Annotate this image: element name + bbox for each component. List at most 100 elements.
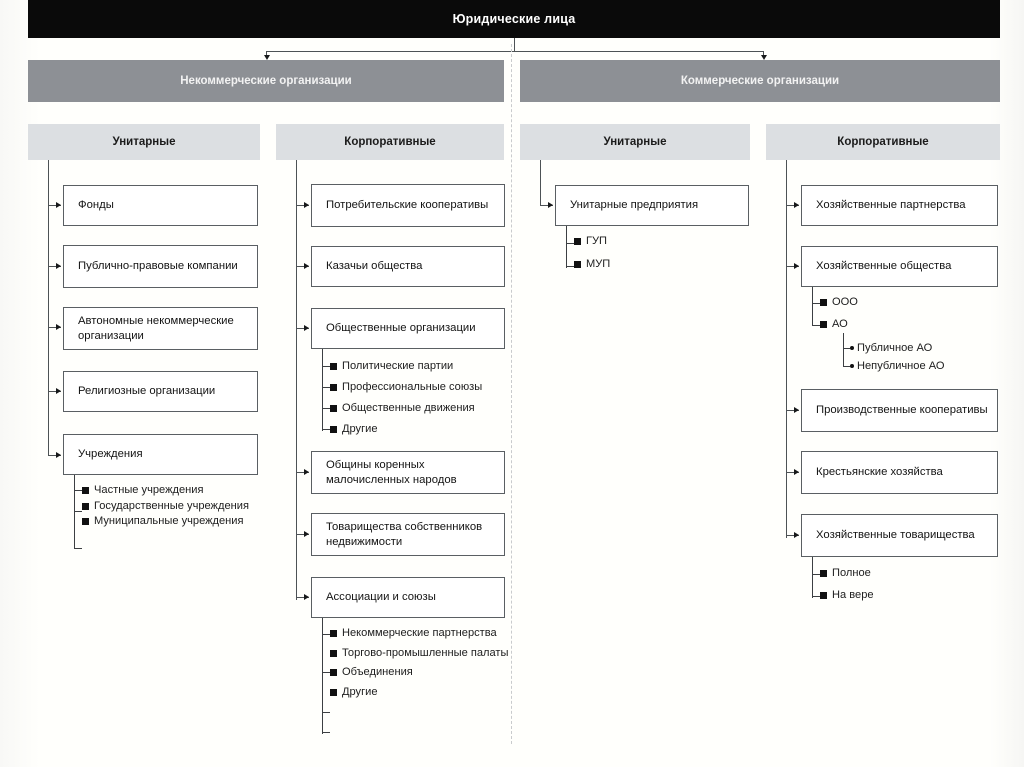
c2-sub2-branch-3 [322, 712, 330, 714]
list-item[interactable]: Некоммерческие партнерства [330, 626, 520, 641]
list-item-label: Другие [342, 423, 378, 435]
list-item[interactable]: МУП [574, 257, 724, 272]
c4-sub1-branch-2 [812, 325, 820, 327]
list-item[interactable]: Публичное АО [850, 341, 1010, 356]
c1-branch-4 [48, 391, 61, 393]
node-kazachi-obshchestva-label: Казачьи общества [326, 260, 423, 272]
list-item[interactable]: ООО [820, 295, 980, 310]
list-item[interactable]: Политические партии [330, 359, 520, 374]
list-item[interactable]: Торгово-промышленные палаты [330, 646, 520, 661]
c2-branch-4 [296, 472, 309, 474]
bullet-square-icon [820, 591, 827, 599]
node-krestyanskie-khozyaystva[interactable]: Крестьянские хозяйства [801, 451, 998, 494]
c2-arrow-4-icon [304, 468, 309, 475]
c4-arrow-5-icon [794, 531, 799, 538]
c4-sub1-spine [812, 287, 814, 326]
title-stem [514, 38, 516, 52]
node-obshchestvennye-organizacii-label: Общественные организации [326, 322, 476, 334]
node-religioznye-organizacii-label: Религиозные организации [78, 385, 216, 397]
c1-arrow-2-icon [56, 262, 61, 269]
bullet-square-icon [820, 299, 827, 306]
c2-branch-5 [296, 534, 309, 536]
subheader-commercial-unitary-label: Унитарные [603, 136, 667, 148]
subheader-commercial-unitary[interactable]: Унитарные [520, 124, 750, 160]
c4-branch-3 [786, 410, 799, 412]
bullet-square-icon [330, 669, 337, 676]
bullet-square-icon [574, 260, 581, 268]
c2-arrow-5-icon [304, 530, 309, 537]
c2-branch-1 [296, 205, 309, 207]
subheader-nonprofit-corporate-label: Корпоративные [344, 136, 436, 148]
node-fondy[interactable]: Фонды [63, 185, 258, 226]
node-avtonomnye-nekommercheskie-organizacii[interactable]: Автономные некоммерческие организации [63, 307, 258, 350]
c2-branch-2 [296, 266, 309, 268]
node-khozyaystvennye-partnerstva[interactable]: Хозяйственные партнерства [801, 185, 998, 226]
list-item[interactable]: Общественные движения [330, 401, 520, 416]
list-item[interactable]: Полное [820, 566, 980, 581]
list-item[interactable]: Другие [330, 422, 520, 437]
band-commercial[interactable]: Коммерческие организации [520, 60, 1000, 102]
node-khozyaystvennye-obshchestva[interactable]: Хозяйственные общества [801, 246, 998, 287]
node-khozyaystvennye-tovarishchestva[interactable]: Хозяйственные товарищества [801, 514, 998, 557]
list-item[interactable]: На вере [820, 588, 980, 603]
c2-spine [296, 160, 298, 600]
c2-associacii-children: Некоммерческие партнерства Торгово-промы… [330, 626, 520, 700]
list-item-label: Государственные учреждения [94, 499, 249, 512]
node-religioznye-organizacii[interactable]: Религиозные организации [63, 371, 258, 412]
subheader-nonprofit-unitary[interactable]: Унитарные [28, 124, 260, 160]
list-item[interactable]: ГУП [574, 234, 724, 249]
bullet-square-icon [820, 320, 827, 328]
c2-sub1-branch-1 [322, 366, 330, 368]
c1-sub-branch-1 [74, 490, 82, 492]
node-obshchiny-korennykh-malochislennykh-narodov[interactable]: Общины коренных малочисленных народов [311, 451, 505, 494]
list-item[interactable]: Другие [330, 685, 520, 700]
list-item[interactable]: Муниципальные учреждения [82, 514, 262, 529]
title-crossbar [266, 51, 516, 53]
c3-branch-1 [540, 205, 553, 207]
c1-branch-2 [48, 266, 61, 268]
list-item[interactable]: Объединения [330, 665, 520, 680]
c4-branch-5 [786, 535, 799, 537]
bullet-square-icon [574, 238, 581, 245]
node-publichno-pravovye-kompanii[interactable]: Публично-правовые компании [63, 245, 258, 288]
list-item[interactable]: АО [820, 317, 980, 332]
node-proizvodstvennye-kooperativy[interactable]: Производственные кооперативы [801, 389, 998, 432]
node-potrebitelskie-kooperativy[interactable]: Потребительские кооперативы [311, 184, 505, 227]
c2-sub1-branch-2 [322, 387, 330, 389]
c4-ao-branch-1 [843, 348, 850, 350]
c2-sub2-branch-2 [322, 672, 330, 674]
bullet-square-icon [330, 426, 337, 433]
c1-arrow-5-icon [56, 451, 61, 458]
subheader-commercial-corporate[interactable]: Корпоративные [766, 124, 1000, 160]
node-obshchestvennye-organizacii[interactable]: Общественные организации [311, 308, 505, 349]
node-unitarnye-predpriyatiya[interactable]: Унитарные предприятия [555, 185, 749, 226]
center-divider [511, 44, 512, 744]
node-associacii-i-soyuzy[interactable]: Ассоциации и союзы [311, 577, 505, 618]
band-nonprofit[interactable]: Некоммерческие организации [28, 60, 504, 102]
list-item[interactable]: Непубличное АО [850, 359, 1010, 374]
c4-arrow-4-icon [794, 468, 799, 475]
node-uchrezhdeniya[interactable]: Учреждения [63, 434, 258, 475]
node-kazachi-obshchestva[interactable]: Казачьи общества [311, 246, 505, 287]
list-item[interactable]: Частные учреждения [82, 483, 262, 498]
c4-branch-1 [786, 205, 799, 207]
c4-arrow-2-icon [794, 262, 799, 269]
list-item[interactable]: Профессиональные союзы [330, 380, 520, 395]
list-item[interactable]: Государственные учреждения [82, 499, 262, 514]
c1-branch-5 [48, 455, 61, 457]
subheader-nonprofit-corporate[interactable]: Корпоративные [276, 124, 504, 160]
list-item-label: Непубличное АО [857, 360, 945, 372]
node-uchrezhdeniya-label: Учреждения [78, 448, 143, 460]
node-tovarishchestva-sobstvennikov-nedvizhimosti[interactable]: Товарищества собственников недвижимости [311, 513, 505, 556]
list-item-label: Частные учреждения [94, 484, 204, 496]
bullet-square-icon [820, 570, 827, 577]
c4-obshchestva-children: ООО АО [820, 295, 980, 332]
c4-branch-4 [786, 472, 799, 474]
